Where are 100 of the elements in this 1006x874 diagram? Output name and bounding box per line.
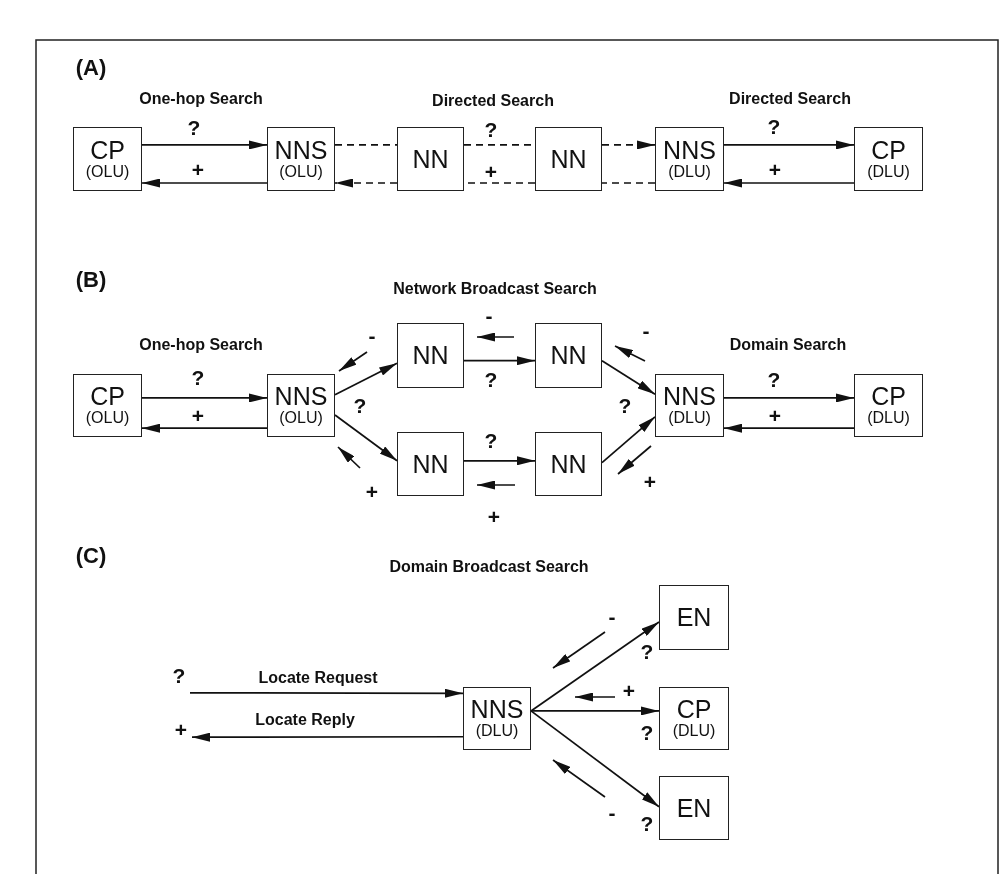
node-name: NNS [274,137,328,163]
response-sign: - [608,608,616,626]
node-box [463,687,531,750]
arrow [463,356,536,366]
node-box [659,776,729,840]
node-name: NN [550,343,587,368]
node-box [854,127,923,191]
node-box [535,127,602,191]
arrow [334,362,398,396]
node-name: CP [90,384,125,409]
node-name: NN [412,146,449,172]
node-box [267,374,335,437]
edge-label: ? [482,371,500,389]
panel-label: (A) [75,55,107,81]
connector-line [601,182,656,184]
node-box [397,432,464,496]
node-name: NN [550,146,587,172]
node-box [73,127,142,191]
node-box [854,374,923,437]
node-name: NN [412,451,449,477]
section-title: Domain Broadcast Search [389,558,589,576]
arrow [334,178,398,188]
node-subtitle: (DLU) [672,722,716,740]
arrow [601,140,656,150]
arrow [189,688,464,698]
response-sign: + [365,483,379,501]
node-box [535,432,602,496]
arrow [723,140,855,150]
node-name: CP [90,137,125,163]
edge-label: ? [482,121,500,139]
section-title: One-hop Search [139,90,263,108]
arrow [141,178,268,188]
node-subtitle: (OLU) [85,409,130,427]
node-name: EN [676,605,712,630]
response-sign: + [643,473,657,491]
section-title: Directed Search [729,90,851,108]
node-name: NNS [274,384,328,409]
node-box [397,323,464,388]
node-box [73,374,142,437]
response-sign: - [608,804,616,822]
arrow [601,416,656,464]
panel-label: (C) [75,543,107,569]
node-box [655,374,724,437]
arrow [334,414,398,462]
section-title: Network Broadcast Search [393,280,597,298]
node-subtitle: (DLU) [668,162,711,181]
arrow [191,732,464,742]
arrow [530,710,660,808]
panel-label: (B) [75,267,107,293]
arrow [141,423,268,433]
response-sign: ? [618,397,632,415]
section-title: Domain Search [729,336,847,354]
arrow [723,393,855,403]
section-title: Directed Search [432,92,554,110]
node-name: NNS [470,697,524,722]
node-name: CP [871,137,906,163]
arrow [530,706,660,716]
node-box [659,585,729,650]
node-subtitle: (DLU) [867,409,910,427]
arrow [723,178,855,188]
node-subtitle: (DLU) [867,162,910,181]
arrow [141,140,268,150]
response-sign: ? [353,397,367,415]
arrow [601,359,656,395]
edge-label: ? [765,371,783,389]
response-sign: + [487,508,501,526]
node-name: EN [676,795,712,821]
node-box [397,127,464,191]
node-box [659,687,729,750]
node-box [267,127,335,191]
arrow [723,423,855,433]
node-subtitle: (OLU) [85,162,130,181]
node-subtitle: (DLU) [668,409,711,427]
response-sign: + [622,682,636,700]
response-sign: - [642,322,650,340]
response-sign: - [485,307,493,325]
node-name: NN [412,343,449,368]
edge-label: ? [185,119,203,137]
section-title: One-hop Search [139,336,263,354]
response-sign: - [368,327,376,345]
edge-label: ? [765,118,783,136]
node-name: CP [676,697,712,722]
node-name: CP [871,384,906,409]
node-name: NNS [663,384,716,409]
node-subtitle: (OLU) [279,409,323,427]
edge-label: ? [189,369,207,387]
node-box [535,323,602,388]
node-box [655,127,724,191]
edge-label: Locate Reply [253,711,357,729]
node-name: NNS [663,137,716,163]
edge-label: ? [638,643,656,661]
edge-label: ? [638,724,656,742]
node-name: NN [550,451,587,477]
arrow [463,456,536,466]
connector-line [334,144,398,146]
arrow [141,393,268,403]
node-subtitle: (DLU) [475,722,519,740]
arrow [530,621,660,712]
edge-label: Locate Request [256,669,380,687]
node-subtitle: (OLU) [279,162,323,181]
